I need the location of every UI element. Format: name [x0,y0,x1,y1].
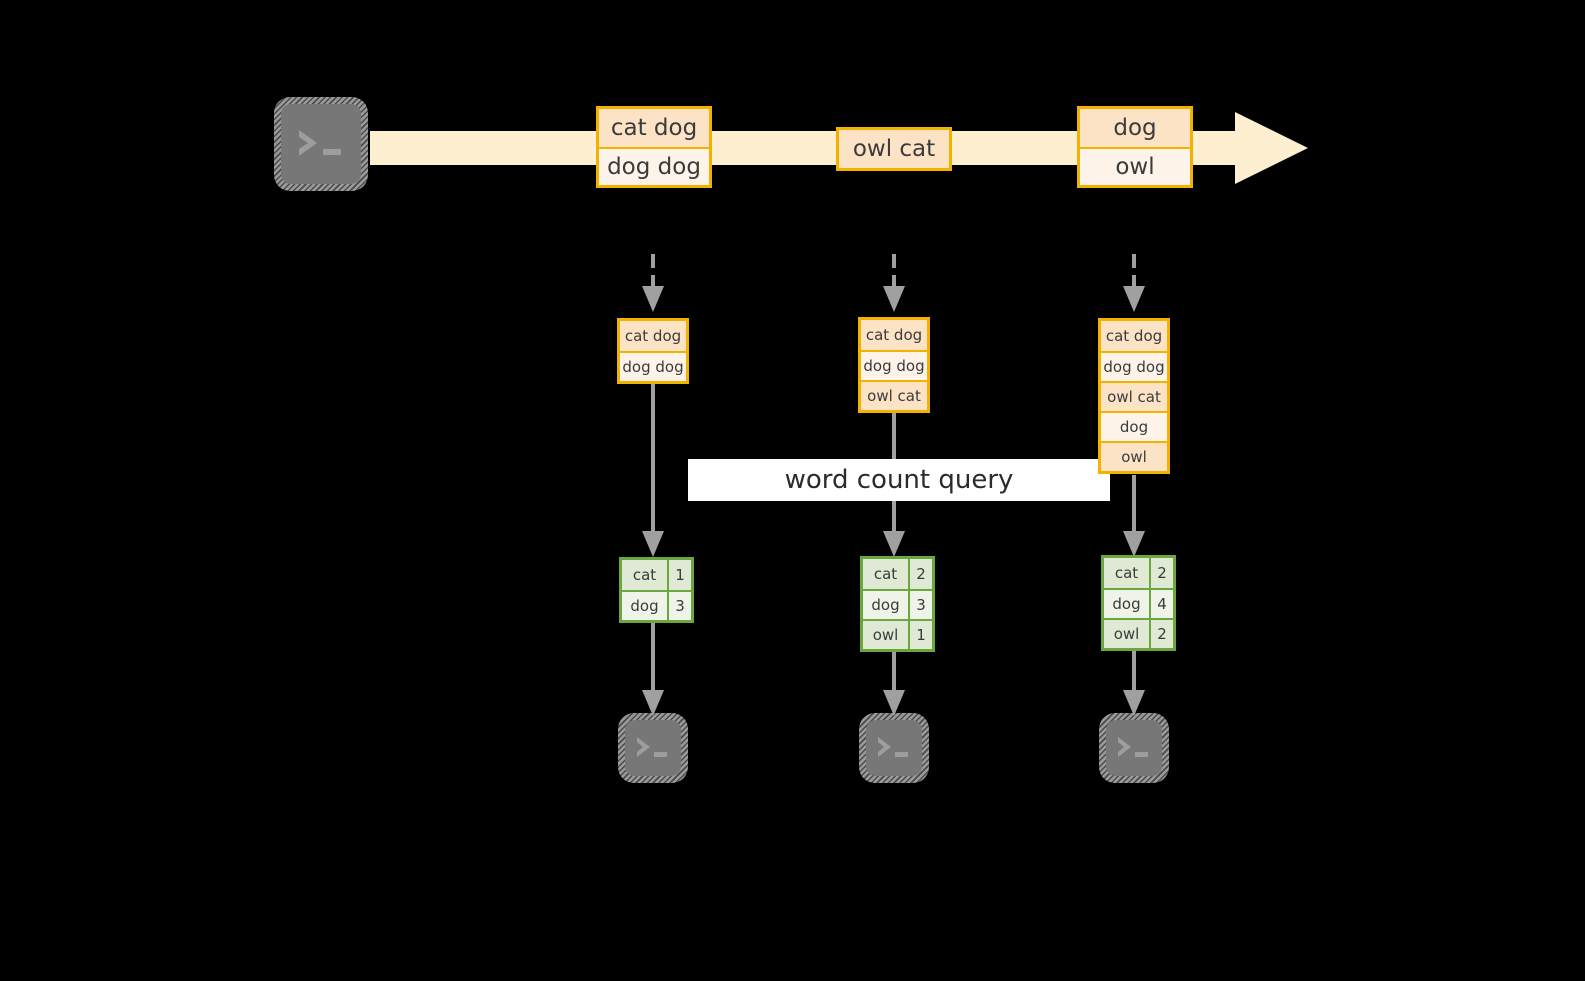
table-row: cat 1 [622,560,691,590]
table-cell-word: cat [622,560,667,590]
table-row: dog 4 [1104,588,1173,618]
terminal-icon [281,104,361,184]
message-row: dog dog [599,147,709,185]
query-arrow-3 [1119,475,1149,559]
table-cell-count: 4 [1149,590,1173,618]
terminal-body [625,720,681,776]
snapshot-row: dog dog [620,351,686,381]
query-label: word count query [688,459,1110,501]
table-cell-count: 2 [908,559,932,589]
table-cell-word: dog [1104,590,1149,618]
snapshot-row: dog [1101,411,1167,441]
table-cell-count: 2 [1149,558,1173,588]
table-row: owl 2 [1104,618,1173,648]
table-row: dog 3 [863,589,932,619]
message-row: dog [1080,109,1190,147]
table-cell-count: 1 [908,621,932,649]
sink-arrow-2 [879,650,909,718]
snapshot-2[interactable]: cat dog dog dog owl cat [858,317,930,413]
table-cell-word: cat [863,559,908,589]
snapshot-row: dog dog [1101,351,1167,381]
snapshot-3[interactable]: cat dog dog dog owl cat dog owl [1098,318,1170,474]
table-cell-count: 1 [667,560,691,590]
message-row: owl [1080,147,1190,185]
snapshot-row: owl cat [861,380,927,410]
sink-arrow-1 [638,620,668,718]
word-count-table-2[interactable]: cat 2 dog 3 owl 1 [860,556,935,652]
word-count-table-1[interactable]: cat 1 dog 3 [619,557,694,623]
terminal-body [1106,720,1162,776]
snapshot-row: owl cat [1101,381,1167,411]
query-label-text: word count query [784,465,1014,495]
table-cell-count: 2 [1149,620,1173,648]
message-row: cat dog [599,109,709,147]
snapshot-trigger-arrow-2 [879,254,909,314]
table-cell-count: 3 [908,591,932,619]
query-arrow-1 [638,383,668,559]
word-count-table-3[interactable]: cat 2 dog 4 owl 2 [1101,555,1176,651]
terminal-icon [1106,720,1162,776]
sink-arrow-3 [1119,650,1149,718]
terminal-body [281,104,361,184]
message-row: owl cat [839,130,949,168]
snapshot-trigger-arrow-3 [1119,254,1149,314]
snapshot-row: cat dog [861,320,927,350]
table-row: cat 2 [1104,558,1173,588]
table-cell-word: owl [863,621,908,649]
table-cell-count: 3 [667,592,691,620]
snapshot-row: owl [1101,441,1167,471]
source-terminal[interactable] [274,97,368,191]
sink-terminal-3[interactable] [1099,713,1169,783]
terminal-body [866,720,922,776]
table-row: dog 3 [622,590,691,620]
stream-message-1[interactable]: cat dog dog dog [596,106,712,188]
table-row: owl 1 [863,619,932,649]
table-cell-word: dog [622,592,667,620]
terminal-icon [866,720,922,776]
sink-terminal-2[interactable] [859,713,929,783]
snapshot-trigger-arrow-1 [638,254,668,314]
table-cell-word: owl [1104,620,1149,648]
stream-message-3[interactable]: dog owl [1077,106,1193,188]
snapshot-1[interactable]: cat dog dog dog [617,318,689,384]
sink-terminal-1[interactable] [618,713,688,783]
snapshot-row: cat dog [620,321,686,351]
snapshot-row: cat dog [1101,321,1167,351]
table-cell-word: cat [1104,558,1149,588]
table-cell-word: dog [863,591,908,619]
table-row: cat 2 [863,559,932,589]
snapshot-row: dog dog [861,350,927,380]
stream-message-2[interactable]: owl cat [836,127,952,171]
terminal-icon [625,720,681,776]
